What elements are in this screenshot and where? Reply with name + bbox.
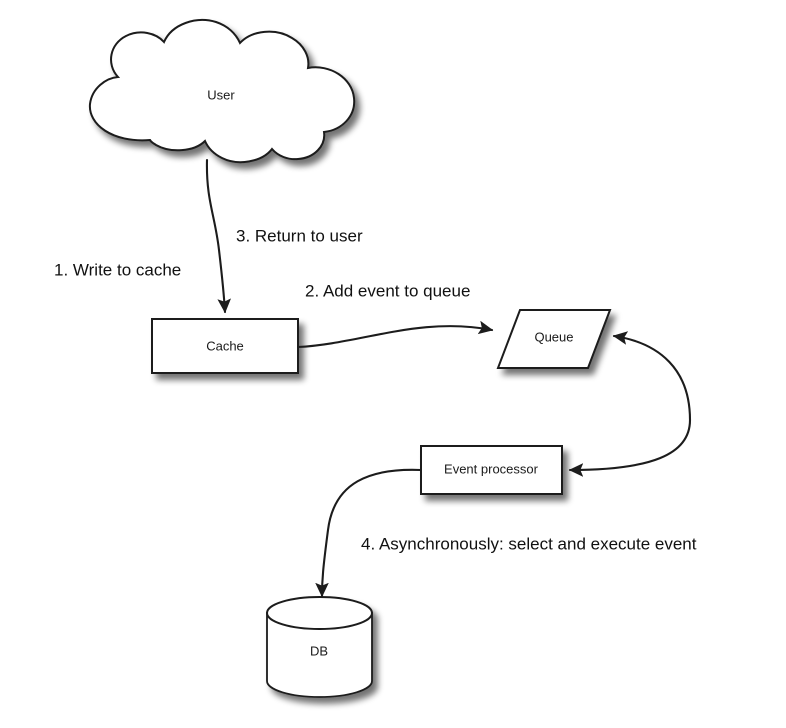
node-event-processor-label: Event processor <box>444 461 539 476</box>
node-user-label: User <box>207 87 235 102</box>
node-cache-label: Cache <box>206 338 244 353</box>
node-queue-label: Queue <box>534 329 573 344</box>
step-label-2: 2. Add event to queue <box>305 281 470 300</box>
node-event-processor[interactable] <box>420 445 563 495</box>
step-label-3: 3. Return to user <box>236 226 363 245</box>
step-label-1: 1. Write to cache <box>54 260 181 279</box>
edge-queue-event-processor <box>568 331 692 477</box>
edge-event-processor-to-db <box>315 468 423 598</box>
node-user[interactable] <box>88 19 356 164</box>
node-db-label: DB <box>310 643 328 658</box>
node-db[interactable] <box>266 596 373 698</box>
edge-user-to-cache <box>205 158 232 314</box>
edge-cache-to-queue <box>296 320 494 349</box>
step-label-4: 4. Asynchronously: select and execute ev… <box>361 534 697 553</box>
